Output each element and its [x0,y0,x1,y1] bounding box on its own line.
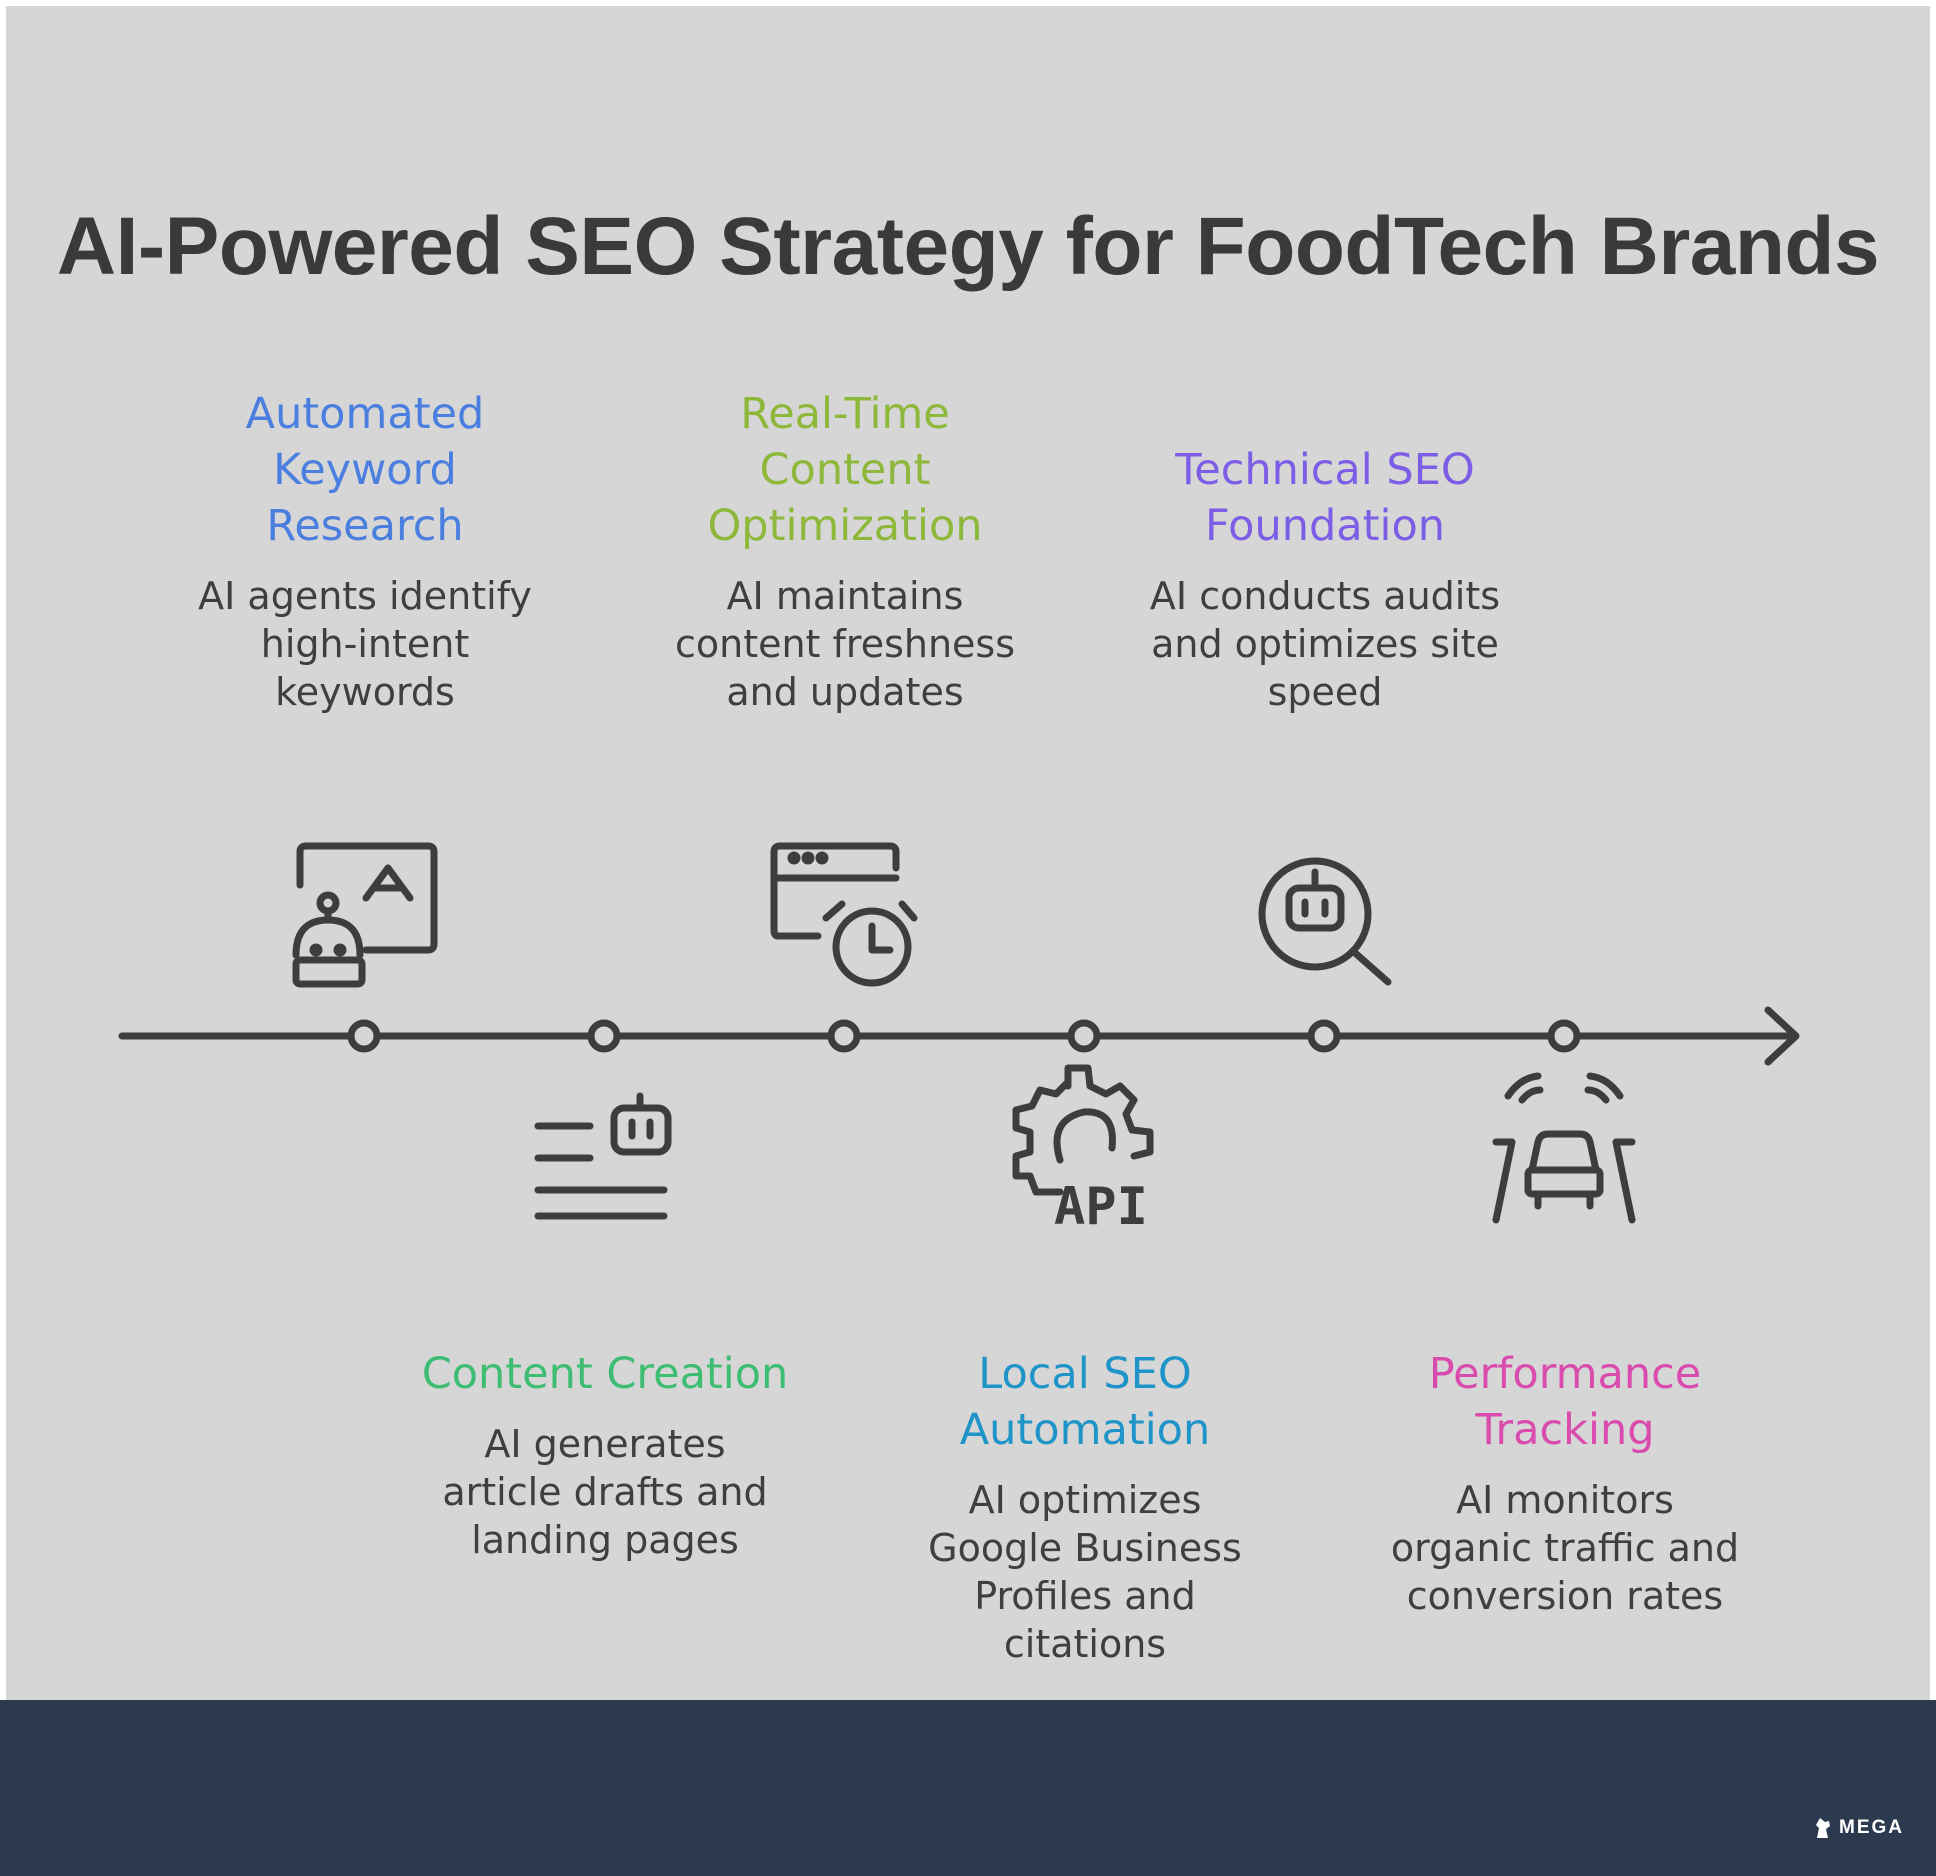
brand-logo: MEGA [1813,1816,1904,1840]
page-title: AI-Powered SEO Strategy for FoodTech Bra… [56,201,1880,292]
brand-name: MEGA [1839,1817,1904,1838]
step-description: AI maintains content freshness and updat… [674,574,1016,714]
timeline-node-5 [1307,1019,1341,1053]
robot-search-icon [1258,857,1392,986]
step-performance-tracking: Performance Tracking AI monitors organic… [1355,1346,1775,1620]
step-title: Real-Time Content Optimization [707,389,983,551]
horse-icon [1816,1818,1830,1838]
timeline-node-3 [827,1019,861,1053]
step-description: AI generates article drafts and landing … [442,1422,768,1562]
step-title: Technical SEO Foundation [1175,445,1475,551]
timeline-node-1 [347,1019,381,1053]
footer-bar: MEGA [0,1700,1936,1876]
step-real-time-content-optimization: Real-Time Content Optimization AI mainta… [635,386,1055,716]
step-technical-seo-foundation: Technical SEO Foundation AI conducts aud… [1115,442,1535,716]
step-description: AI conducts audits and optimizes site sp… [1149,574,1501,714]
step-title: Performance Tracking [1428,1349,1702,1455]
timeline-diagram: API [118,842,1800,1237]
api-label: API [1054,1177,1148,1237]
robot-text-icon [534,1092,672,1220]
step-title: Automated Keyword Research [245,389,485,551]
step-automated-keyword-research: Automated Keyword Research AI agents ide… [155,386,575,716]
step-title: Local SEO Automation [959,1349,1211,1455]
step-description: AI optimizes Google Business Profiles an… [928,1478,1242,1666]
step-content-creation: Content Creation AI generates article dr… [395,1346,815,1564]
timeline-axis [118,1006,1800,1066]
step-local-seo-automation: Local SEO Automation AI optimizes Google… [875,1346,1295,1668]
autonomous-car-icon [1492,1072,1636,1224]
robot-keyword-icon [292,842,438,988]
gear-api-icon: API [1012,1064,1154,1237]
step-description: AI monitors organic traffic and conversi… [1390,1478,1740,1618]
timeline-node-4 [1067,1019,1101,1053]
browser-clock-icon [770,842,918,987]
step-description: AI agents identify high-intent keywords [198,574,532,714]
step-title: Content Creation [421,1349,789,1399]
timeline-node-6 [1547,1019,1581,1053]
timeline-node-2 [587,1019,621,1053]
canvas-panel [6,6,1930,1700]
